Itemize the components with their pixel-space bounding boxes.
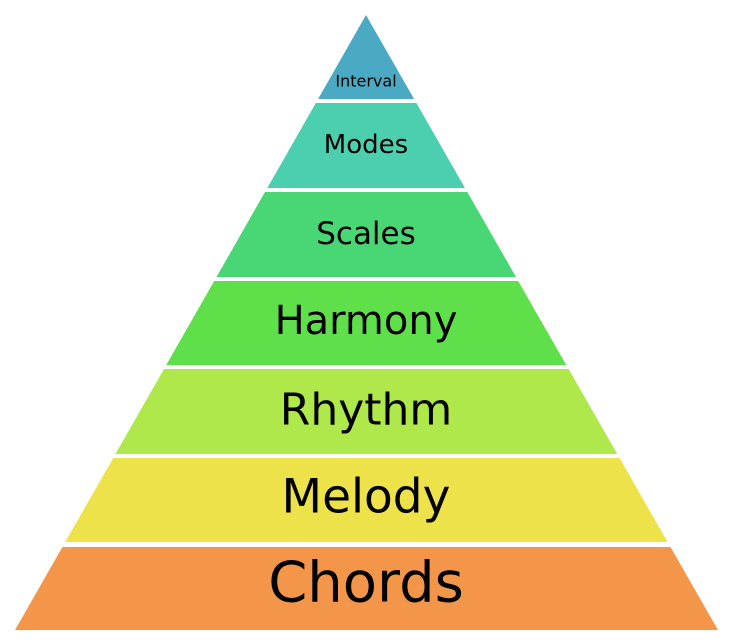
layer-harmony-label: Harmony <box>275 298 458 344</box>
layer-melody-label: Melody <box>282 470 451 525</box>
layer-scales-label: Scales <box>316 216 416 252</box>
layer-modes-label: Modes <box>324 130 408 160</box>
layer-melody: Melody <box>65 458 668 542</box>
layer-modes-shape <box>267 103 465 188</box>
layer-modes: Modes <box>267 103 465 188</box>
layer-interval: Interval <box>318 15 415 99</box>
layer-chords: Chords <box>15 547 718 630</box>
layer-chords-shape <box>15 547 718 630</box>
layer-rhythm: Rhythm <box>115 369 618 454</box>
layer-chords-label: Chords <box>268 551 464 616</box>
layer-interval-shape <box>318 15 415 99</box>
layer-rhythm-label: Rhythm <box>280 385 453 436</box>
layer-harmony: Harmony <box>166 281 567 365</box>
layer-scales-shape <box>216 192 516 277</box>
layer-scales: Scales <box>216 192 516 277</box>
layer-harmony-shape <box>166 281 567 365</box>
layer-rhythm-shape <box>115 369 618 454</box>
layer-melody-shape <box>65 458 668 542</box>
layer-interval-label: Interval <box>335 72 396 91</box>
